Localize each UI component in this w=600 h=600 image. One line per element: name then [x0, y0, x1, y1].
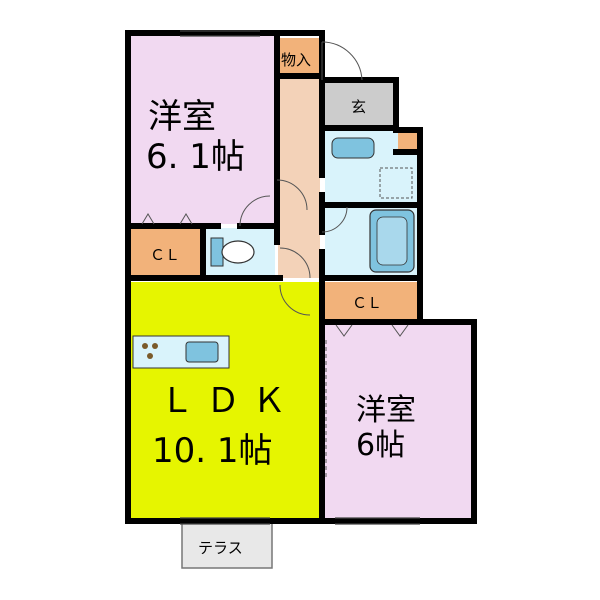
washroom-storage — [398, 130, 417, 152]
hallway — [278, 78, 320, 278]
ldk-room — [131, 282, 322, 518]
closet-1 — [131, 228, 202, 276]
door-swings — [239, 41, 363, 316]
storage — [278, 38, 320, 76]
terrace-area — [181, 519, 273, 569]
closet-1-label: ＣＬ — [150, 246, 180, 264]
sliding-doors — [141, 213, 409, 480]
entrance-label: 玄 — [351, 98, 366, 116]
windows — [180, 30, 420, 525]
western-room-2 — [325, 325, 471, 518]
western-room-1-name: 洋室 — [148, 97, 216, 137]
entrance — [325, 82, 393, 128]
western-room-2-name: 洋室 — [356, 393, 416, 428]
washing-machine-spot — [379, 167, 413, 199]
toilet-icon — [210, 237, 255, 267]
bathtub-icon — [369, 209, 415, 273]
walls — [125, 30, 477, 524]
closet-2 — [325, 282, 417, 322]
western-room-2-size: 6帖 — [356, 428, 405, 463]
western-room-1 — [131, 36, 275, 224]
closet-2-label: ＣＬ — [352, 294, 382, 312]
ldk-name: ＬＤＫ — [160, 381, 298, 421]
western-room-1-size: 6. 1帖 — [146, 137, 245, 177]
terrace-label: テラス — [198, 539, 243, 557]
washbasin-icon — [331, 137, 375, 159]
kitchen-counter — [132, 335, 230, 369]
storage-label: 物入 — [281, 51, 311, 69]
ldk-size: 10. 1帖 — [152, 431, 273, 471]
